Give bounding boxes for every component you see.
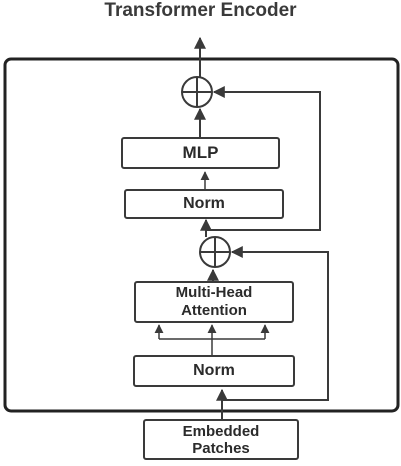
- norm-block-top: Norm: [124, 189, 284, 219]
- residual-skip-bottom: [222, 246, 329, 401]
- encoder-block-frame: [3, 57, 400, 413]
- attention-label-line2: Attention: [181, 302, 247, 319]
- input-label-line1: Embedded: [182, 422, 260, 440]
- mlp-block: MLP: [121, 137, 280, 169]
- mlp-label: MLP: [182, 143, 219, 162]
- input-label-line2: Patches: [192, 439, 250, 457]
- diagram-title: Transformer Encoder: [104, 0, 297, 21]
- norm-bottom-label: Norm: [193, 362, 235, 379]
- norm-block-bottom: Norm: [133, 355, 295, 387]
- embedded-patches-block: Embedded Patches: [143, 419, 299, 460]
- multi-head-attention-block: Multi-Head Attention: [134, 281, 294, 323]
- attention-label-line1: Multi-Head: [175, 284, 253, 301]
- norm-top-label: Norm: [183, 195, 225, 212]
